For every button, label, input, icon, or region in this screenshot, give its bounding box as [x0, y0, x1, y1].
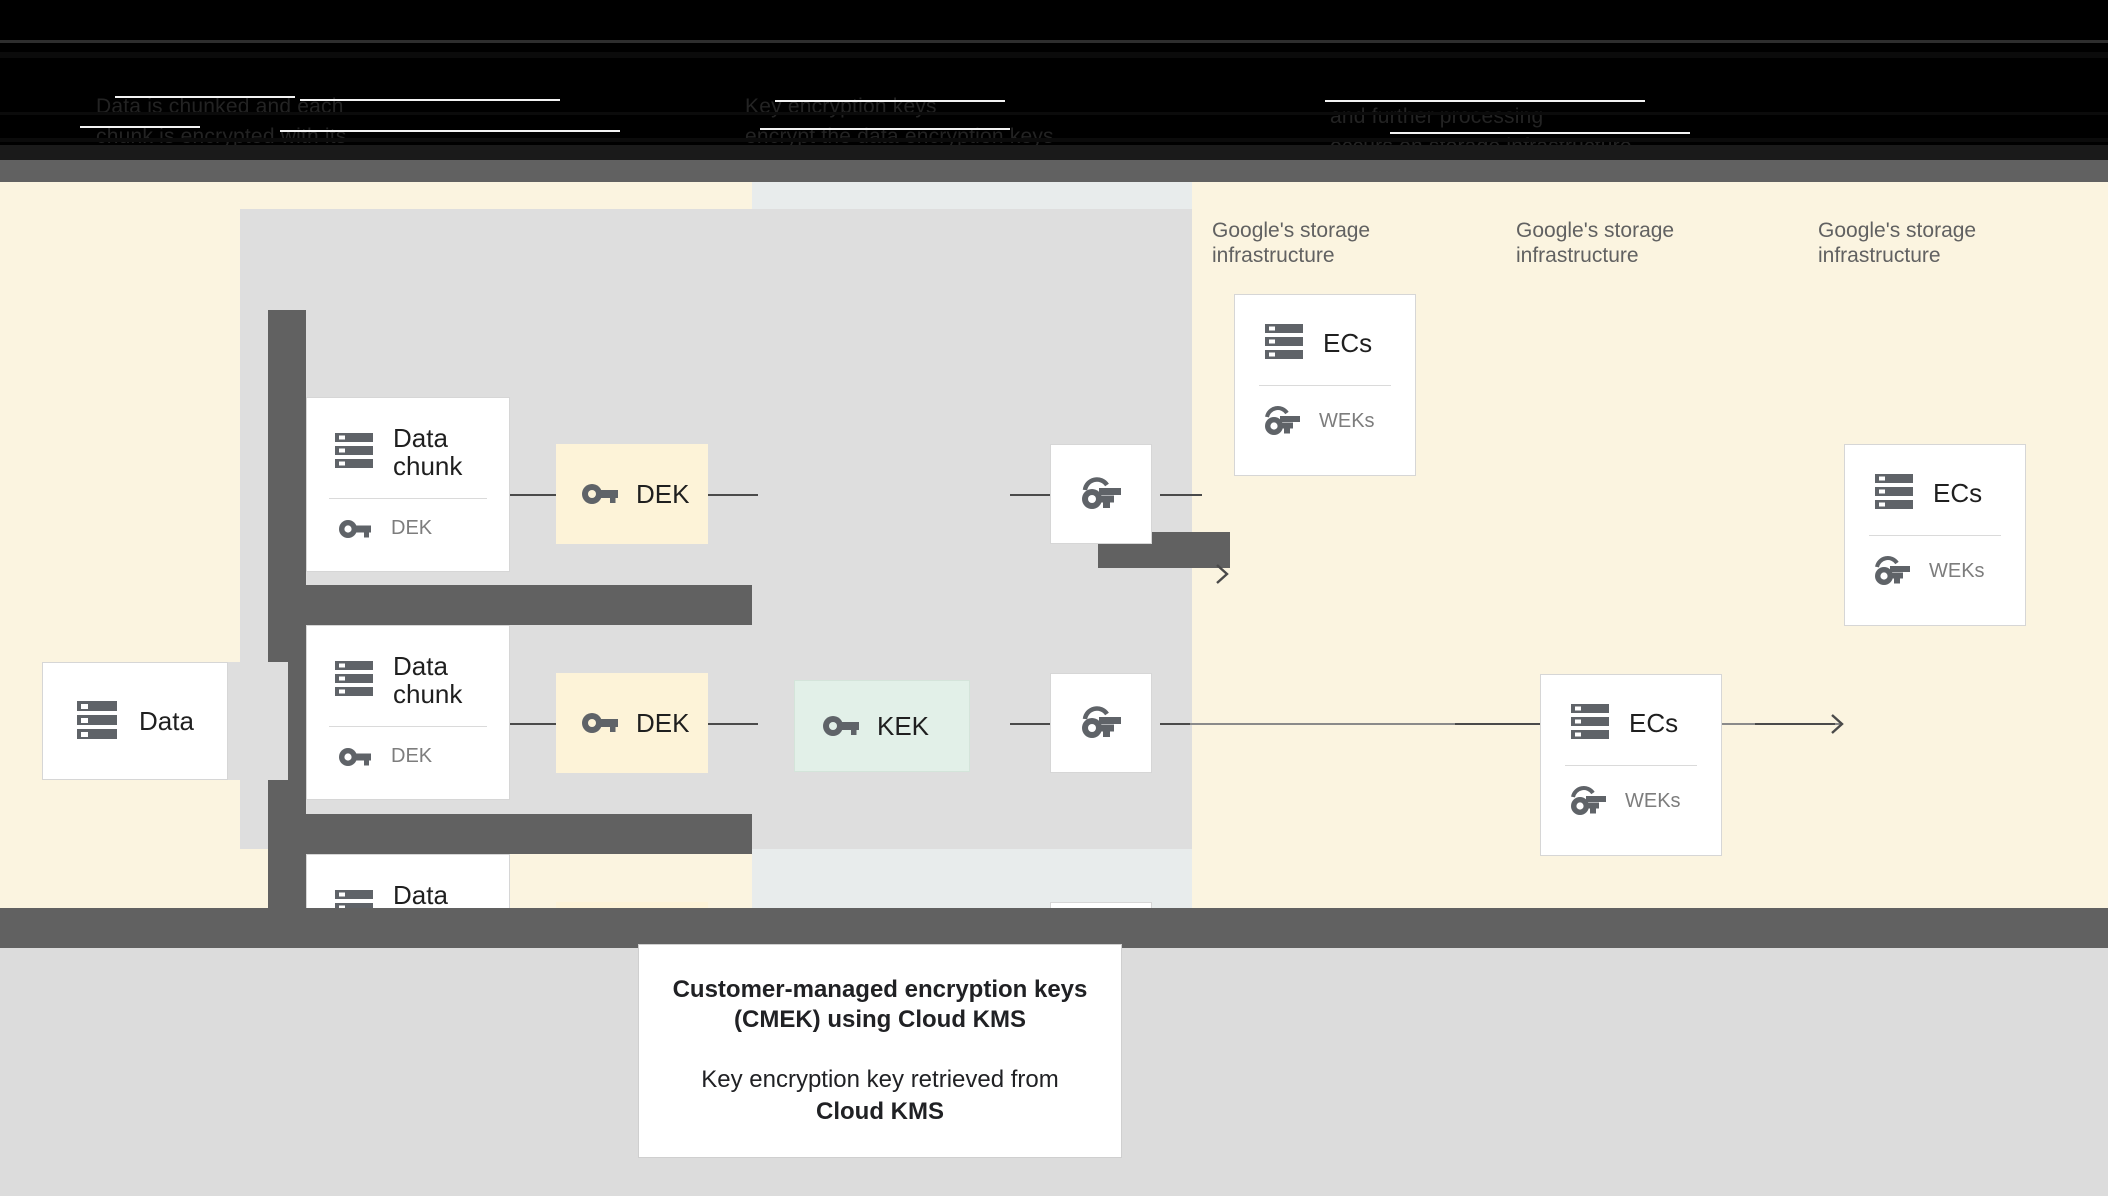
header-text-fragment-5: and further processing	[1330, 105, 1544, 128]
caption-line-2: (CMEK) using Cloud KMS	[734, 1006, 1026, 1033]
scanline-artifact	[1390, 132, 1690, 134]
infra-label-2: Google's storage infrastructure	[1516, 219, 1675, 267]
scanline-artifact	[775, 100, 1005, 102]
header-mask	[0, 145, 2108, 160]
data-chunk-key-label-2: DEK	[391, 745, 433, 767]
ec-label-2: ECs	[1933, 478, 1983, 508]
caption-card: Customer-managed encryption keys (CMEK) …	[638, 944, 1122, 1158]
scanline-artifact	[0, 138, 2108, 142]
arrowhead-row1	[1215, 563, 1237, 585]
wrapped-key-icon	[1080, 477, 1122, 511]
data-source-label: Data	[139, 706, 194, 736]
dek-box-2[interactable]: DEK	[556, 673, 708, 773]
scanline-artifact	[0, 112, 2108, 115]
wrapped-key-box-1[interactable]	[1050, 444, 1152, 544]
data-chunk-label-1: Data chunk	[393, 423, 463, 481]
key-icon	[339, 518, 371, 540]
encryption-flow-diagram: Data Data chunk DEK	[0, 182, 2108, 1029]
glitch-text-artifacts: Data is chunked and each chunk is encryp…	[0, 0, 2108, 160]
caption-line-4: Cloud KMS	[816, 1098, 944, 1125]
ec-card-2[interactable]: ECs WEKs	[1844, 444, 2026, 626]
data-source-shadow-block	[228, 662, 288, 780]
scanline-artifact	[760, 128, 1010, 130]
ec-key-label-1: WEKs	[1319, 409, 1375, 432]
data-chunk-card-1[interactable]: Data chunk DEK	[306, 397, 510, 572]
wire-to-wek2	[1010, 723, 1050, 725]
card-divider	[1565, 765, 1697, 766]
data-chunk-label-2: Data chunk	[393, 651, 463, 709]
key-icon	[582, 711, 618, 735]
bracket-bar-horizontal	[268, 585, 752, 625]
dek-box-1[interactable]: DEK	[556, 444, 708, 544]
kek-label: KEK	[877, 710, 930, 741]
ec-card-3[interactable]: ECs WEKs	[1540, 674, 1722, 856]
key-icon	[582, 482, 618, 506]
wire-row2-segment	[1755, 723, 1835, 725]
scanline-artifact	[280, 130, 620, 132]
server-icon	[1875, 473, 1913, 513]
header-mask	[0, 0, 2108, 40]
card-divider	[329, 498, 487, 499]
wrapped-key-icon	[1569, 786, 1607, 816]
wire-chunk2-to-dek2	[510, 723, 556, 725]
wrapped-key-icon	[1873, 556, 1911, 586]
server-icon	[335, 660, 373, 700]
key-icon	[823, 714, 859, 738]
card-divider	[1259, 385, 1391, 386]
wire-chunk1-to-dek1	[510, 494, 556, 496]
wire-wek2-out	[1160, 723, 1210, 725]
server-icon	[1571, 703, 1609, 743]
server-icon	[335, 432, 373, 472]
wrapped-key-icon	[1080, 706, 1122, 740]
scanline-artifact	[1325, 100, 1645, 102]
key-icon	[339, 746, 371, 768]
obscured-header-banner: Data is chunked and each chunk is encryp…	[0, 0, 2108, 160]
scanline-artifact	[80, 126, 200, 128]
caption-line-1: Customer-managed encryption keys	[672, 976, 1088, 1003]
infra-label-1: Google's storage infrastructure	[1212, 219, 1371, 267]
ec-key-label-2: WEKs	[1929, 559, 1985, 582]
bracket-bar-horizontal	[268, 814, 752, 854]
card-divider	[1869, 535, 2001, 536]
wire-dek1-out	[708, 494, 758, 496]
infra-label-3: Google's storage infrastructure	[1818, 219, 1977, 267]
caption-line-3: Key encryption key retrieved from	[701, 1066, 1059, 1093]
ec-card-1[interactable]: ECs WEKs	[1234, 294, 1416, 476]
arrowhead-row2	[1830, 713, 1852, 735]
ec-label-1: ECs	[1323, 328, 1373, 358]
data-chunk-card-2[interactable]: Data chunk DEK	[306, 625, 510, 800]
wire-to-wek1	[1010, 494, 1050, 496]
dek-label-1: DEK	[636, 478, 690, 509]
bracket-bar-vertical	[268, 310, 306, 958]
server-icon	[77, 700, 117, 742]
scanline-artifact	[0, 40, 2108, 43]
ec-label-3: ECs	[1629, 708, 1679, 738]
wire-dek2-out	[708, 723, 758, 725]
bottom-separator-bar	[0, 908, 2108, 948]
data-source-card[interactable]: Data	[42, 662, 228, 780]
wrapped-key-box-2[interactable]	[1050, 673, 1152, 773]
scanline-artifact	[0, 52, 2108, 58]
dek-label-2: DEK	[636, 707, 690, 738]
data-chunk-key-label-1: DEK	[391, 517, 433, 539]
ec-key-label-3: WEKs	[1625, 789, 1681, 812]
scanline-artifact	[300, 99, 560, 101]
header-text-fragment-4: encrypt the data encryption keys	[745, 125, 1054, 148]
server-icon	[1265, 323, 1303, 363]
scanline-artifact	[115, 96, 295, 98]
kek-box[interactable]: KEK	[794, 680, 970, 772]
header-text-fragment-3: Key encryption keys	[745, 95, 937, 118]
wire-wek1-out	[1160, 494, 1202, 496]
wire-row2-segment	[1455, 723, 1575, 725]
top-separator-bar	[0, 160, 2108, 182]
wrapped-key-icon	[1263, 406, 1301, 436]
card-divider	[329, 726, 487, 727]
